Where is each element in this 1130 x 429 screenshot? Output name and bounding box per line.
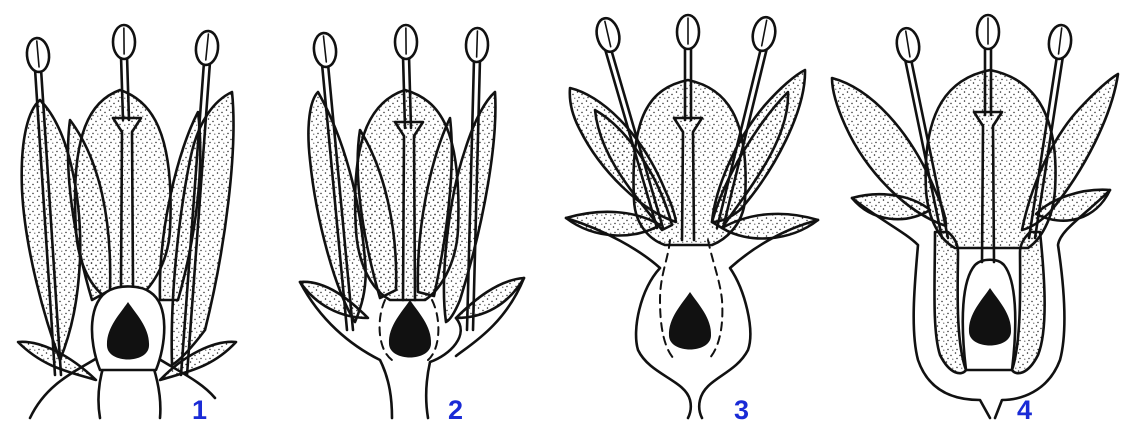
flower-2 — [300, 25, 524, 418]
flower-label-2: 2 — [448, 397, 463, 424]
flower-label-1: 1 — [192, 397, 207, 424]
hypanthium-left — [934, 232, 966, 373]
anther-line — [477, 31, 478, 57]
flower-4 — [832, 15, 1118, 418]
flower-3 — [566, 15, 818, 418]
ovule — [389, 300, 431, 358]
hypanthium-right — [1012, 232, 1045, 373]
flower-label-3: 3 — [734, 397, 749, 424]
flower-label-4: 4 — [1017, 397, 1032, 424]
flower-1 — [18, 25, 236, 418]
ovule — [669, 292, 711, 350]
